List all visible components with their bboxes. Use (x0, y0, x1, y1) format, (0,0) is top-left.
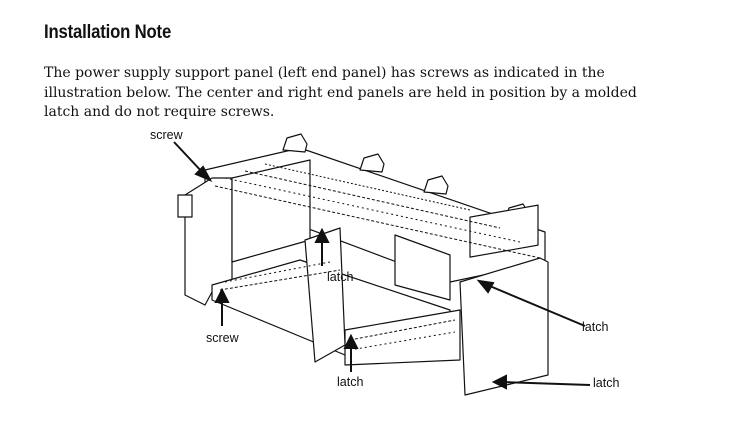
right-end-panel (459, 257, 549, 396)
paragraph-line-3: latch and do not require screws. (44, 104, 275, 120)
mounting-tab-3 (423, 175, 449, 195)
callout-latch-center: latch (327, 270, 354, 284)
rear-wall-left (231, 159, 311, 263)
bottom-deck-right (344, 309, 461, 366)
mounting-tab-1 (282, 133, 308, 153)
callout-screw-top: screw (150, 128, 183, 142)
mounting-tab-2 (359, 153, 385, 173)
rear-wall-right (394, 234, 451, 301)
left-panel-tab (177, 194, 193, 218)
callout-latch-bottom: latch (337, 375, 364, 389)
paragraph-line-1: The power supply support panel (left end… (44, 65, 605, 81)
callout-latch-bottom-right: latch (593, 376, 620, 390)
section-heading: Installation Note (44, 22, 172, 43)
callout-arrows (173, 141, 591, 390)
connector-hatching (214, 163, 541, 351)
center-panel (304, 227, 346, 363)
installation-paragraph: The power supply support panel (left end… (44, 64, 724, 123)
callout-screw-bottom: screw (206, 331, 239, 345)
paragraph-line-2: illustration below. The center and right… (44, 84, 637, 101)
right-panel-window (469, 204, 539, 258)
callout-latch-right: latch (582, 320, 609, 334)
